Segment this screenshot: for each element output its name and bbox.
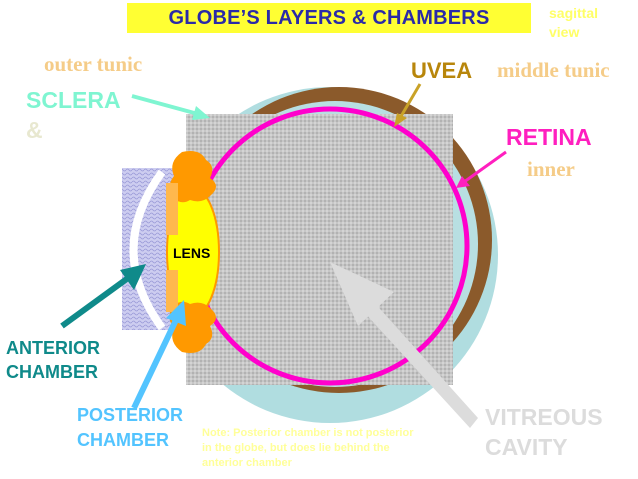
uvea-arrow <box>398 83 422 119</box>
middle-tunic-label: middle tunic <box>497 58 610 82</box>
cornea-curve <box>129 169 166 331</box>
inner-label: inner <box>527 157 575 181</box>
uvea-label: UVEA <box>411 58 473 83</box>
iris-strip-upper <box>166 183 178 235</box>
sagittal-line-2: view <box>549 24 580 40</box>
retina-arrow <box>463 150 507 184</box>
posterior-line-1: POSTERIOR <box>77 405 184 425</box>
sagittal-view-note: sagittal view <box>549 4 598 42</box>
iris-strip-lower <box>166 270 178 312</box>
anterior-line-2: CHAMBER <box>6 362 98 382</box>
sclera-label: SCLERA <box>26 87 121 113</box>
vitreous-cavity-label: VITREOUS CAVITY <box>485 402 603 462</box>
sagittal-line-1: sagittal <box>549 5 599 21</box>
vitreous-line-1: VITREOUS <box>485 404 603 430</box>
outer-tunic-label: outer tunic <box>44 52 143 76</box>
vitreous-arrow <box>364 300 478 428</box>
posterior-chamber-note: Note: Posterior chamber is not posterior… <box>202 427 414 469</box>
page-title: GLOBE’S LAYERS & CHAMBERS <box>168 6 490 29</box>
anterior-chamber-arrow <box>60 275 130 329</box>
posterior-chamber-label: POSTERIOR CHAMBER <box>77 403 183 453</box>
anterior-line-1: ANTERIOR <box>6 338 100 358</box>
lens-label: LENS <box>173 245 211 261</box>
iris-upper <box>169 151 216 203</box>
retina-label: RETINA <box>506 124 592 150</box>
posterior-chamber-arrow <box>131 318 179 410</box>
posterior-line-2: CHAMBER <box>77 430 169 450</box>
vitreous-line-2: CAVITY <box>485 434 568 460</box>
title-banner: GLOBE’S LAYERS & CHAMBERS <box>127 3 531 33</box>
sclera-arrow <box>131 94 199 116</box>
ampersand-label: & <box>26 117 43 143</box>
anterior-chamber-label: ANTERIOR CHAMBER <box>6 336 100 384</box>
